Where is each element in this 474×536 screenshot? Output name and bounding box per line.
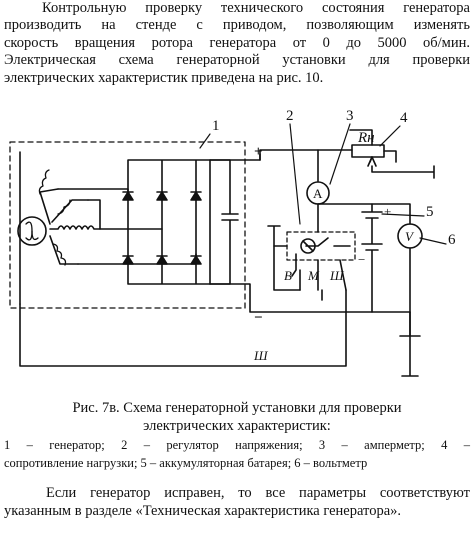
intro-line: скорость вращения ротора генератора от 0… [4, 34, 470, 51]
stator-windings [38, 169, 101, 266]
callout-3: 3 [346, 108, 354, 124]
plus-bus [209, 149, 353, 161]
terminal-m-label: М [307, 268, 320, 283]
intro-line: Электрическая схема генераторной установ… [4, 52, 470, 69]
terminal-sh-generator-label: Ш [253, 348, 269, 363]
plus-terminal-label: + [254, 144, 263, 160]
load-resistor [349, 129, 435, 179]
rotor-winding-symbol [17, 216, 47, 246]
caption-line-1: Рис. 7в. Схема генераторной установки дл… [72, 400, 402, 416]
generator-unit [9, 141, 246, 309]
legend-line: сопротивление нагрузки; 5 – аккумуляторн… [4, 455, 368, 470]
callout-2: 2 [286, 108, 294, 124]
figure-caption: Рис. 7в. Схема генераторной установки дл… [4, 400, 470, 435]
legend-line: 1 – генератор; 2 – регулятор напряжения;… [4, 438, 470, 452]
callout-5: 5 [426, 204, 434, 220]
caption-line-2: электрических характеристик: [143, 417, 331, 434]
voltmeter [371, 203, 423, 377]
callout-6: 6 [448, 232, 456, 248]
battery-plus-label: + [384, 204, 391, 219]
battery [317, 203, 383, 313]
terminal-b-label: В [284, 268, 292, 283]
minus-bus [209, 283, 411, 313]
field-line [19, 289, 347, 367]
battery-minus-label: − [358, 252, 365, 267]
ammeter-label: A [313, 186, 323, 201]
conclusion-line: Если генератор исправен, то все параметр… [46, 485, 470, 501]
generator-wiring-diagram: 1 2 3 4 5 6 Rн A V + − В М Ш Ш + − [9, 108, 456, 377]
voltage-regulator [267, 225, 356, 301]
ammeter [306, 149, 330, 233]
minus-terminal-label: − [254, 310, 263, 326]
figure-legend: 1 – генератор; 2 – регулятор напряжения;… [4, 437, 470, 472]
conclusion-line: указанным в разделе «Техническая характе… [4, 502, 402, 519]
intro-line: производить на стенде с приводом, позвол… [4, 17, 470, 34]
voltmeter-label: V [405, 229, 415, 244]
conclusion-paragraph: Если генератор исправен, то все параметр… [4, 485, 470, 520]
intro-paragraph: Контрольную проверку технического состоя… [4, 0, 470, 87]
intro-line: электрических характеристик приведена на… [4, 69, 324, 86]
callout-1: 1 [212, 118, 220, 134]
rectifier-bridge [122, 159, 211, 285]
load-resistor-label: Rн [357, 130, 375, 146]
terminal-sh-regulator-label: Ш [329, 268, 345, 283]
intro-line: Контрольную проверку технического состоя… [42, 0, 470, 16]
callout-4: 4 [400, 110, 408, 126]
